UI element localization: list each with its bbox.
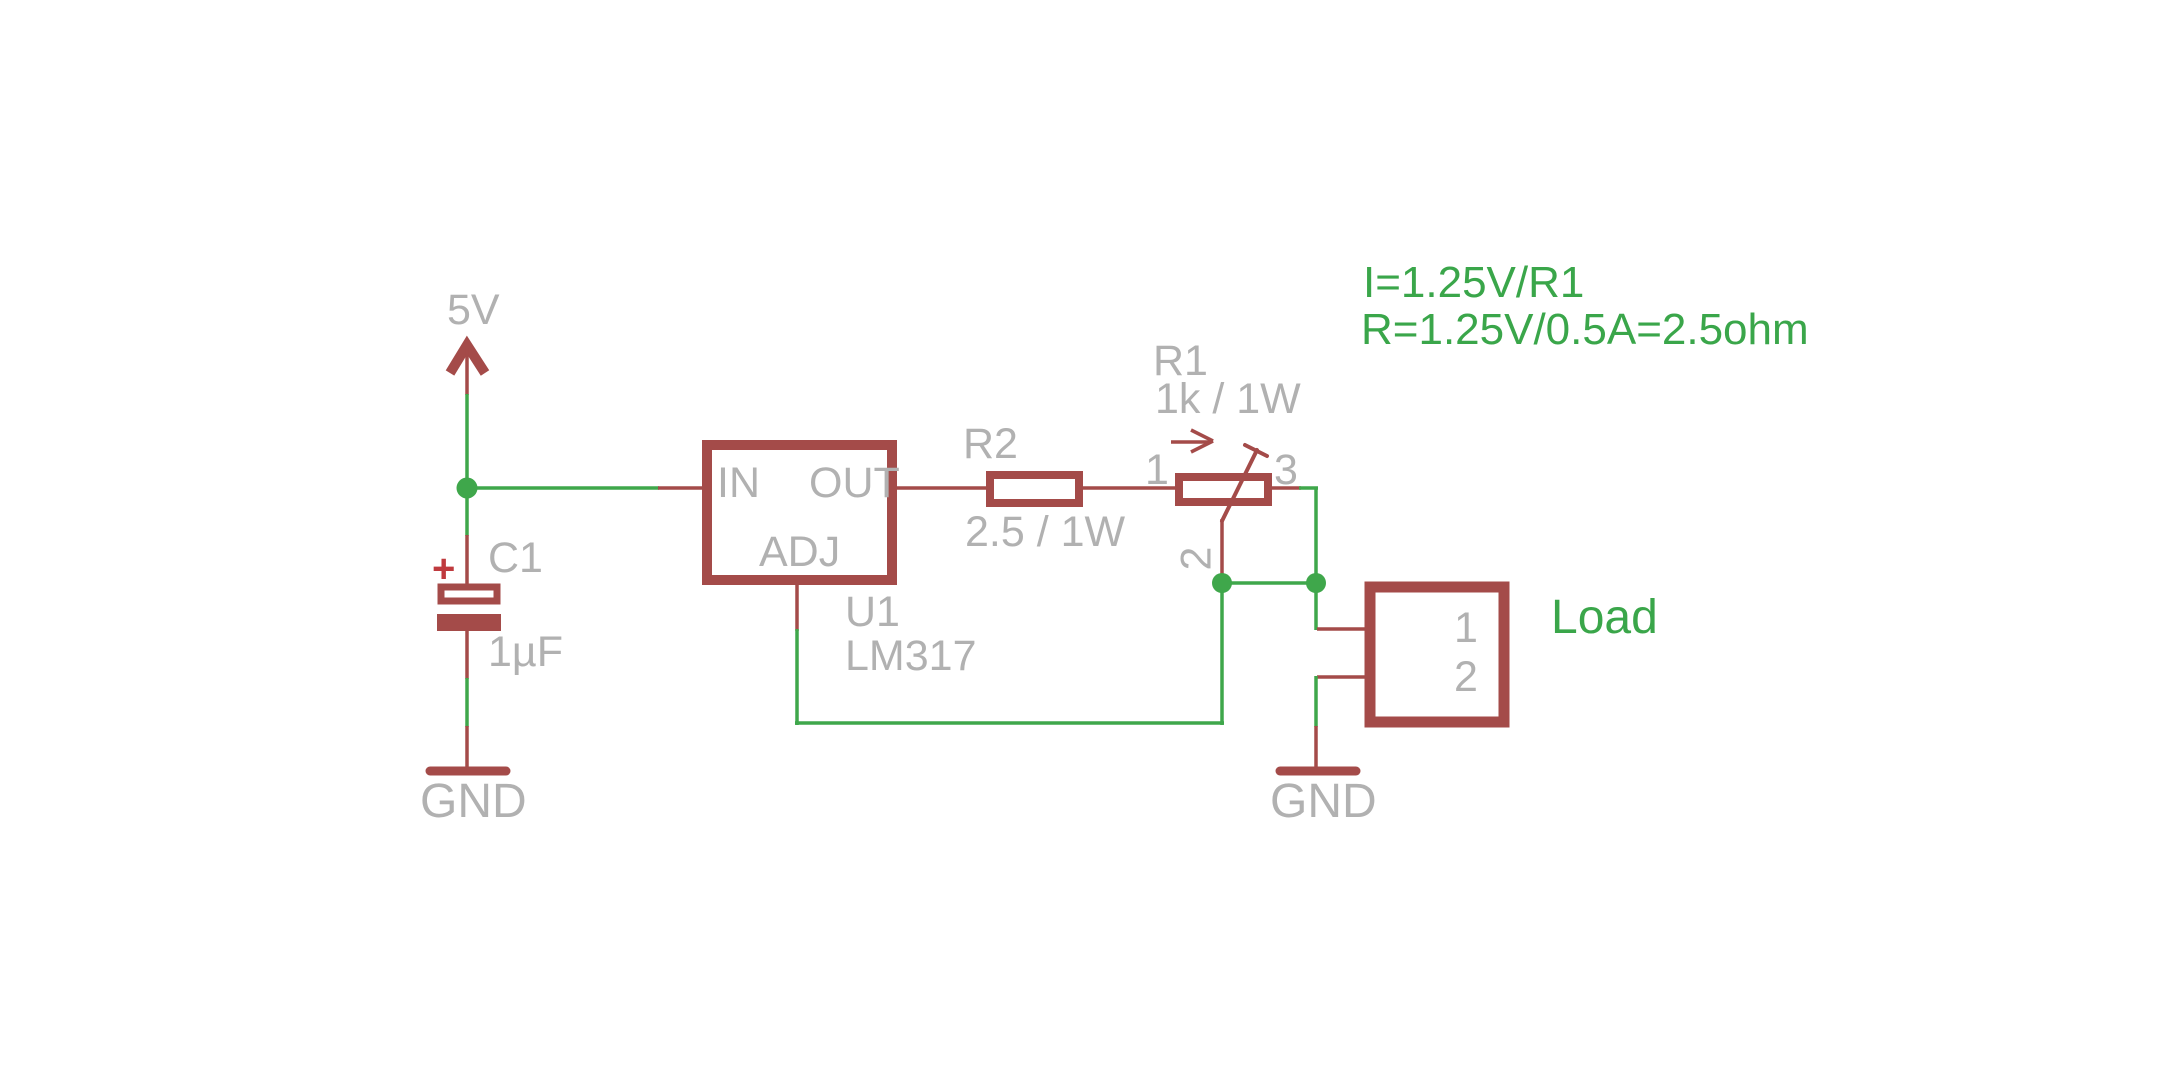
junction-dot-output (1306, 573, 1326, 593)
gnd-left-label: GND (420, 775, 527, 828)
pot-value-label: 1k / 1W (1155, 375, 1301, 423)
junction-dot-wiper (1212, 573, 1232, 593)
capacitor-top-plate (437, 583, 501, 605)
capacitor-ref-label: C1 (488, 534, 543, 582)
pot-pin2-label: 2 (1172, 546, 1221, 571)
pot-wiper-diagonal (1220, 448, 1259, 523)
vcc-net-label: 5V (447, 286, 500, 334)
junction-dot-input (456, 477, 478, 499)
load-pin1-label: 1 (1454, 604, 1478, 652)
regulator-pin-out-label: OUT (809, 459, 900, 507)
regulator-body (702, 440, 897, 585)
annotation-current-formula: I=1.25V/R1 (1363, 258, 1585, 307)
resistor-r2-value-label: 2.5 / 1W (965, 508, 1126, 556)
pot-wiper-tick (1243, 443, 1269, 458)
load-pin2-label: 2 (1454, 653, 1478, 701)
pot-pin3-label: 3 (1274, 446, 1298, 494)
pot-pin1-label: 1 (1145, 446, 1169, 494)
resistor-r2-body (986, 471, 1083, 507)
capacitor-polarity-mark: + (432, 547, 456, 591)
regulator-pin-adj-label: ADJ (759, 528, 841, 576)
regulator-pin-in-label: IN (717, 459, 760, 507)
resistor-r2-ref-label: R2 (963, 420, 1018, 468)
gnd-right-label: GND (1270, 775, 1377, 828)
pot-ref-label: R1 (1153, 337, 1208, 385)
pot-arrow-head-bottom (1190, 439, 1214, 454)
regulator-part-label: LM317 (845, 632, 977, 680)
pot-arrow-head-top (1190, 428, 1214, 443)
capacitor-bottom-plate (437, 614, 501, 631)
load-name-label: Load (1551, 591, 1658, 644)
load-connector-body (1364, 581, 1510, 728)
annotation-resistance-formula: R=1.25V/0.5A=2.5ohm (1361, 305, 1809, 354)
potentiometer-body (1175, 473, 1272, 506)
regulator-ref-label: U1 (845, 588, 900, 636)
vcc-arrow-icon (445, 335, 490, 376)
capacitor-value-label: 1µF (488, 628, 563, 676)
